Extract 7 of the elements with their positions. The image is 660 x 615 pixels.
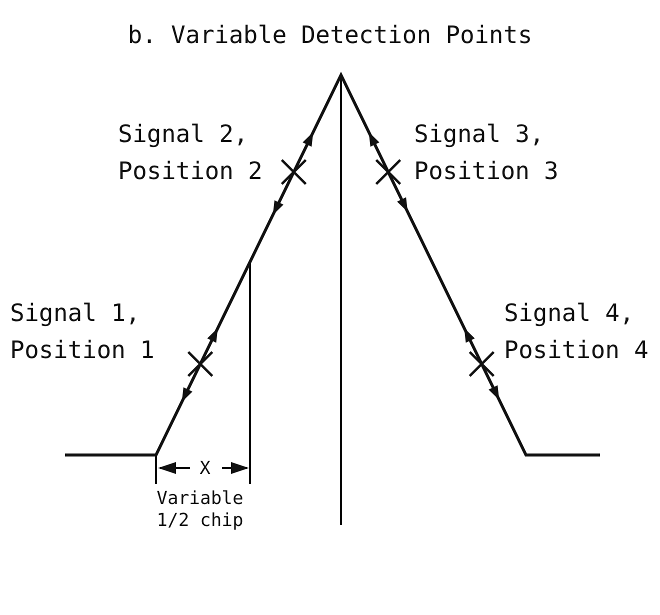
signal-label: Signal 2, Position 2	[118, 119, 264, 187]
signal-label: Signal 3, Position 3	[414, 119, 560, 187]
diagram-title: b. Variable Detection Points	[126, 20, 534, 50]
signal-label: Signal 4, Position 4	[504, 298, 650, 366]
dimension-caption: Variable 1/2 chip	[156, 488, 244, 532]
signal-label: Signal 1, Position 1	[10, 298, 156, 366]
dimension-label: X	[198, 457, 212, 481]
